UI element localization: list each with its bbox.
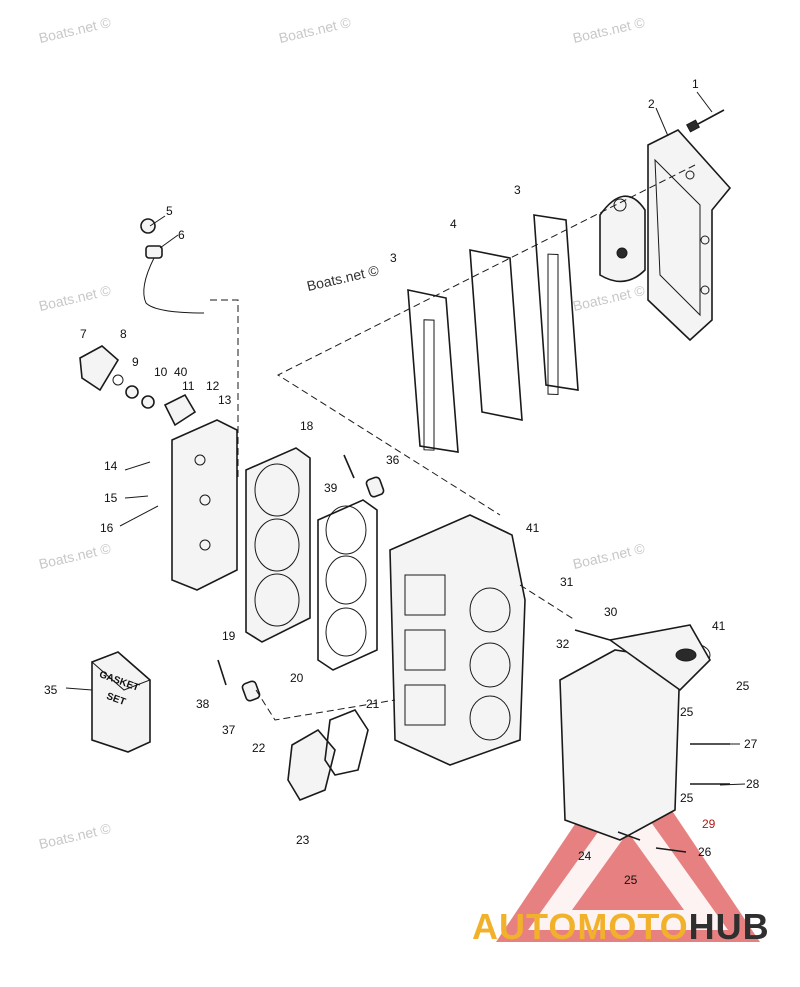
- bolt-part-1: [686, 109, 725, 133]
- callout-22: 22: [252, 741, 266, 755]
- callout-25: 25: [680, 705, 694, 719]
- callout-leader-lines: [65, 91, 746, 786]
- callout-35: 35: [44, 683, 58, 697]
- cylinder-head-part-19: [245, 447, 311, 643]
- callout-40: 40: [174, 365, 188, 379]
- callout-5: 5: [166, 204, 173, 218]
- callout-1: 1: [692, 77, 699, 91]
- callout-2: 2: [648, 97, 655, 111]
- callout-16: 16: [100, 521, 114, 535]
- callout-26: 26: [698, 845, 712, 859]
- callout-8: 8: [120, 327, 127, 341]
- exhaust-gasket-part-3-left: [407, 288, 459, 453]
- callout-13: 13: [218, 393, 232, 407]
- callout-9: 9: [132, 355, 139, 369]
- assembly-guide-lines: [210, 164, 696, 721]
- callout-41: 41: [526, 521, 540, 535]
- callout-37: 37: [222, 723, 236, 737]
- dowel-part-36: [365, 476, 385, 498]
- callout-6: 6: [178, 228, 185, 242]
- brand-text-part2: HUB: [688, 906, 770, 947]
- bypass-cover-part-22: [287, 728, 336, 801]
- callout-36: 36: [386, 453, 400, 467]
- callout-39: 39: [324, 481, 338, 495]
- callout-4: 4: [450, 217, 457, 231]
- callout-10: 10: [154, 365, 168, 379]
- callout-24: 24: [578, 849, 592, 863]
- callout-19: 19: [222, 629, 236, 643]
- callout-29: 29: [702, 817, 716, 831]
- callout-28: 28: [746, 777, 760, 791]
- callout-11: 11: [182, 379, 195, 393]
- callout-25: 25: [624, 873, 638, 887]
- callout-23: 23: [296, 833, 310, 847]
- callout-18: 18: [300, 419, 314, 433]
- callout-38: 38: [196, 697, 210, 711]
- screw-part-39: [343, 454, 355, 479]
- bolt-part-24: [617, 831, 641, 841]
- callout-21: 21: [366, 697, 380, 711]
- exhaust-cover-part-2: [599, 129, 732, 342]
- callout-3: 3: [514, 183, 521, 197]
- callout-20: 20: [290, 671, 304, 685]
- temperature-sensor-part-6: [140, 218, 205, 314]
- callout-14: 14: [104, 459, 118, 473]
- gasket-set-box-part-35: [91, 651, 151, 753]
- callout-12: 12: [206, 379, 220, 393]
- dowel-part-37: [241, 680, 261, 702]
- callout-41: 41: [712, 619, 726, 633]
- callout-27: 27: [744, 737, 758, 751]
- thermostat-cover-part-8: [79, 345, 197, 427]
- water-jacket-cover-part-13: [171, 419, 238, 591]
- callout-25: 25: [680, 791, 694, 805]
- callout-3: 3: [390, 251, 397, 265]
- callout-31: 31: [560, 575, 574, 589]
- automotohub-logo-triangle: [496, 745, 760, 942]
- exhaust-plate-part-4: [469, 249, 523, 421]
- brand-text-part1: AUTOMOTO: [472, 906, 689, 947]
- callout-7: 7: [80, 327, 87, 341]
- automotohub-logo: AUTOMOTOHUB: [472, 906, 770, 948]
- callout-30: 30: [604, 605, 618, 619]
- callout-25: 25: [736, 679, 750, 693]
- head-gasket-part-20: [317, 499, 378, 671]
- callout-32: 32: [556, 637, 570, 651]
- callout-15: 15: [104, 491, 118, 505]
- gasket-part-21: [324, 709, 369, 776]
- cylinder-block-part-41: [389, 514, 526, 766]
- stud-part-30: [574, 629, 611, 641]
- crankcase-half-part-41: [559, 624, 711, 841]
- bolt-part-26: [655, 847, 687, 853]
- exhaust-gasket-part-3-right: [533, 214, 579, 396]
- screw-part-38: [217, 659, 227, 686]
